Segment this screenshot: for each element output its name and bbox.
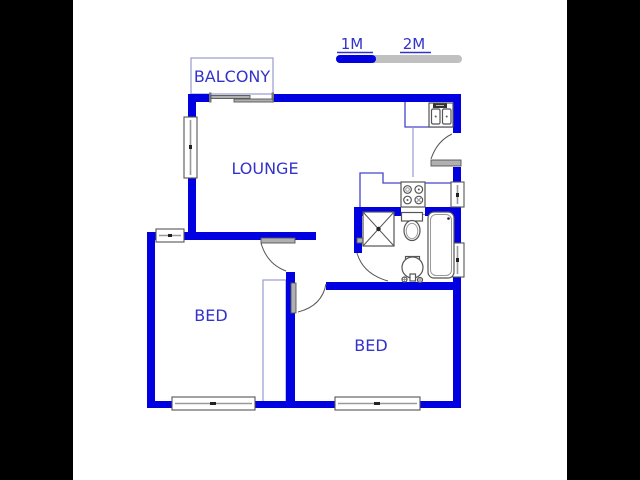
bed2-label: BED — [354, 336, 387, 355]
shower-fixture — [362, 211, 395, 247]
left-wall — [147, 232, 155, 408]
bed1-bottom-window — [171, 396, 256, 411]
kitchen-window — [450, 181, 465, 208]
bed2-door — [290, 282, 327, 314]
kitchen-stove-counter-outline — [359, 172, 453, 207]
lounge-window — [183, 116, 198, 179]
lounge-left-wall-lower — [188, 177, 196, 240]
bed2-bottom-window — [334, 396, 421, 411]
right-black-bar — [567, 0, 640, 480]
lounge-label: LOUNGE — [231, 159, 298, 178]
bedroom-divider-wall — [286, 272, 295, 408]
scale-bar-blue-segment — [336, 55, 376, 63]
washbasin-fixture — [401, 255, 424, 284]
balcony-label: BALCONY — [194, 67, 271, 86]
bathtub-fixture — [427, 211, 455, 279]
right-wall-upper — [453, 94, 461, 133]
bottom-wall — [147, 401, 461, 408]
sliding-door — [209, 92, 274, 103]
scale-1m-label: 1M — [341, 35, 364, 53]
kitchen-sink-fixture — [428, 102, 454, 128]
left-black-bar — [0, 0, 73, 480]
bed1-door — [260, 237, 296, 272]
entrance-door — [430, 133, 462, 167]
bed1-label: BED — [194, 306, 227, 325]
balcony-outline — [190, 57, 274, 95]
lounge-left-wall-upper — [188, 94, 196, 118]
top-wall-right-segment — [272, 94, 461, 102]
bathroom-left-wall — [354, 207, 362, 253]
bed2-top-wall — [326, 282, 461, 290]
stove-fixture — [400, 181, 426, 208]
scale-bar: 1M 2M — [336, 35, 462, 63]
bed1-top-window — [155, 228, 185, 243]
top-wall-left-segment — [188, 94, 211, 102]
lounge-bottom-wall — [147, 232, 316, 240]
toilet-fixture — [400, 211, 424, 242]
scale-2m-label: 2M — [403, 35, 426, 53]
